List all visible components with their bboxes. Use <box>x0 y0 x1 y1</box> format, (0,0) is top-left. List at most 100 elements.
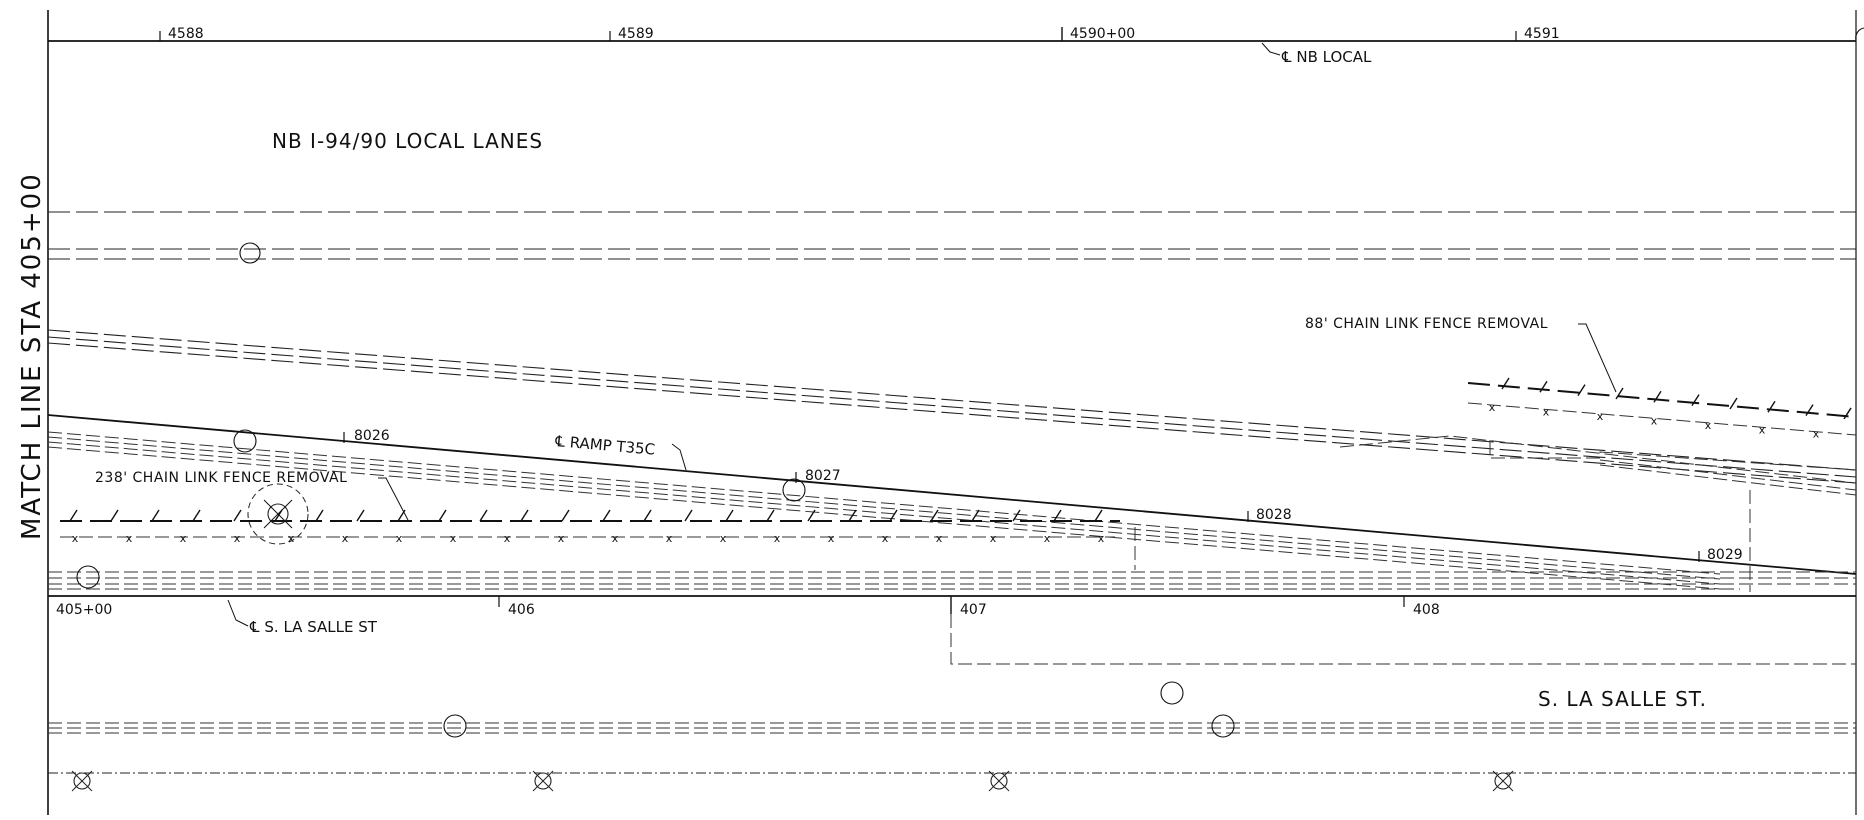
fence-tick <box>1653 390 1662 403</box>
ramp-station-label: 8029 <box>1707 547 1743 563</box>
fence-88-label: 88' CHAIN LINK FENCE REMOVAL <box>1305 316 1548 332</box>
street-light-icon <box>1492 770 1514 792</box>
lasalle-curb-lines <box>48 722 1856 734</box>
fence-tick <box>1094 509 1103 522</box>
fence-tick <box>356 509 365 522</box>
drainage-structure <box>1211 714 1235 738</box>
top-station-label: 4588 <box>168 26 204 42</box>
fence-tick <box>561 509 570 522</box>
street-light-icon <box>988 770 1010 792</box>
drainage-structure <box>1160 681 1184 705</box>
lasalle-leader <box>227 599 249 627</box>
bottom-station-label: 405+00 <box>56 602 112 618</box>
drainage-structure <box>782 478 806 502</box>
drainage-structure <box>76 565 100 589</box>
ramp-station-label: 8026 <box>354 428 390 444</box>
light-pole-icon <box>247 483 309 545</box>
fence-x-mark: x <box>1098 532 1105 545</box>
fence-tick <box>766 509 775 522</box>
fence-tick <box>889 509 898 522</box>
top-station-ticks <box>159 27 1517 41</box>
fence-x-mark: x <box>180 532 187 545</box>
fence-tick <box>684 509 693 522</box>
fence-x-mark: x <box>72 532 79 545</box>
fence-tick <box>930 509 939 522</box>
fence-tick <box>1577 384 1586 397</box>
fence-tick <box>602 509 611 522</box>
fence-x-mark: x <box>1705 419 1712 432</box>
fence-tick <box>192 509 201 522</box>
fence-x-mark: x <box>1813 428 1820 441</box>
bottom-station-label: 408 <box>1413 602 1440 618</box>
gore-line <box>1489 440 1857 471</box>
fence-x-mark: x <box>990 532 997 545</box>
fence-x-mark: x <box>774 532 781 545</box>
fence-line-88 <box>1467 402 1857 436</box>
ramp-edge-line <box>47 329 1857 471</box>
fence-x-mark: x <box>288 532 295 545</box>
fence-tick <box>438 509 447 522</box>
gore-line <box>1339 435 1857 484</box>
fence-x-mark: x <box>126 532 133 545</box>
drainage-structure <box>443 714 467 738</box>
fence-x-mark: x <box>1489 401 1496 414</box>
fence-tick <box>1012 509 1021 522</box>
fence-238-leader <box>378 477 409 521</box>
fence-removal-238 <box>60 509 1120 522</box>
fence-x-mark: x <box>1543 405 1550 418</box>
fence-x-mark: x <box>828 532 835 545</box>
fence-x-mark: x <box>720 532 727 545</box>
street-light-icon <box>71 770 93 792</box>
drainage-structure <box>1855 27 1864 41</box>
ramp-station-ticks <box>343 432 1700 562</box>
lasalle-street-label: S. LA SALLE ST. <box>1538 687 1707 711</box>
lasalle-cl-label: ℄ S. LA SALLE ST <box>249 618 378 636</box>
gore-line <box>1599 464 1857 496</box>
fence-tick <box>643 509 652 522</box>
fence-tick <box>69 509 78 522</box>
fence-x-mark: x <box>936 532 943 545</box>
ramp-cl-leader <box>671 443 687 471</box>
fence-tick <box>520 509 529 522</box>
fence-x-mark: x <box>1597 410 1604 423</box>
fence-tick <box>1729 397 1738 410</box>
fence-tick <box>110 509 119 522</box>
drainage-structure <box>233 429 257 453</box>
easement-outline <box>950 614 1856 665</box>
ramp-centerline <box>47 414 1857 575</box>
fence-x-mark: x <box>342 532 349 545</box>
fence-tick <box>479 509 488 522</box>
ramp-edge-line <box>47 336 1857 478</box>
fence-x-mark: x <box>882 532 889 545</box>
lasalle-edge-lines <box>48 571 1856 590</box>
fence-x-mark: x <box>396 532 403 545</box>
fence-x-mark: x <box>666 532 673 545</box>
fence-tick <box>1805 404 1814 416</box>
fence-tick <box>1615 387 1624 400</box>
fence-tick <box>1539 380 1548 393</box>
fence-x-mark: x <box>234 532 241 545</box>
nb-local-leader <box>1261 42 1281 56</box>
fence-tick <box>971 509 980 522</box>
street-light-icon <box>532 770 554 792</box>
drainage-structure <box>239 242 261 264</box>
fence-88-leader <box>1578 323 1617 393</box>
fence-tick <box>807 509 816 522</box>
fence-tick <box>233 509 242 522</box>
fence-tick <box>1691 394 1700 406</box>
bottom-station-label: 407 <box>960 602 987 618</box>
ramp-station-label: 8028 <box>1256 507 1292 523</box>
fence-tick <box>848 509 857 522</box>
fence-tick <box>1501 377 1510 390</box>
top-station-label: 4591 <box>1524 26 1560 42</box>
fence-tick <box>725 509 734 522</box>
fence-x-mark: x <box>1044 532 1051 545</box>
fence-tick <box>315 509 324 522</box>
ramp-cl-label: ℄ RAMP T35C <box>554 432 656 459</box>
ramp-barrier-lines <box>47 431 1721 590</box>
light-pole-icon <box>267 503 289 525</box>
ramp-station-label: 8027 <box>805 468 841 484</box>
nb-local-cl-label: ℄ NB LOCAL <box>1281 48 1372 66</box>
bottom-station-label: 406 <box>508 602 535 618</box>
